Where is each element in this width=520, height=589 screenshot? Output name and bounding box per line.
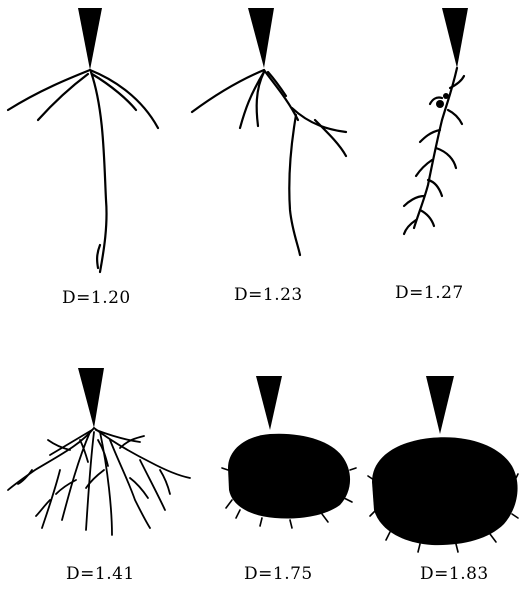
root-drawing-1 [8, 70, 158, 272]
fractal-dimension-label-6: D=1.83 [420, 564, 489, 584]
fractal-dimension-label-1: D=1.20 [62, 288, 131, 308]
fractal-dimension-label-2: D=1.23 [234, 285, 303, 305]
root-panel-4 [8, 368, 190, 535]
root-panel-2 [192, 8, 346, 255]
fractal-dimension-label-3: D=1.27 [395, 283, 464, 303]
fractal-dimension-label-4: D=1.41 [66, 564, 135, 584]
cone-marker-4 [78, 368, 104, 428]
root-drawing-2 [192, 70, 346, 255]
dense-root-mass-5 [228, 434, 350, 519]
root-panel-6 [368, 376, 518, 552]
cone-marker-6 [426, 376, 454, 434]
root-panel-1 [8, 8, 158, 272]
root-drawing-3 [404, 68, 464, 234]
dense-root-mass-6 [372, 437, 518, 545]
fractal-dimension-label-5: D=1.75 [244, 564, 313, 584]
cone-marker-5 [256, 376, 282, 430]
cone-marker-3 [442, 8, 468, 68]
root-panel-5 [222, 376, 356, 528]
root-drawing-4 [8, 428, 190, 535]
cone-marker-1 [78, 8, 102, 70]
cone-marker-2 [248, 8, 274, 68]
root-panel-3 [404, 8, 468, 234]
